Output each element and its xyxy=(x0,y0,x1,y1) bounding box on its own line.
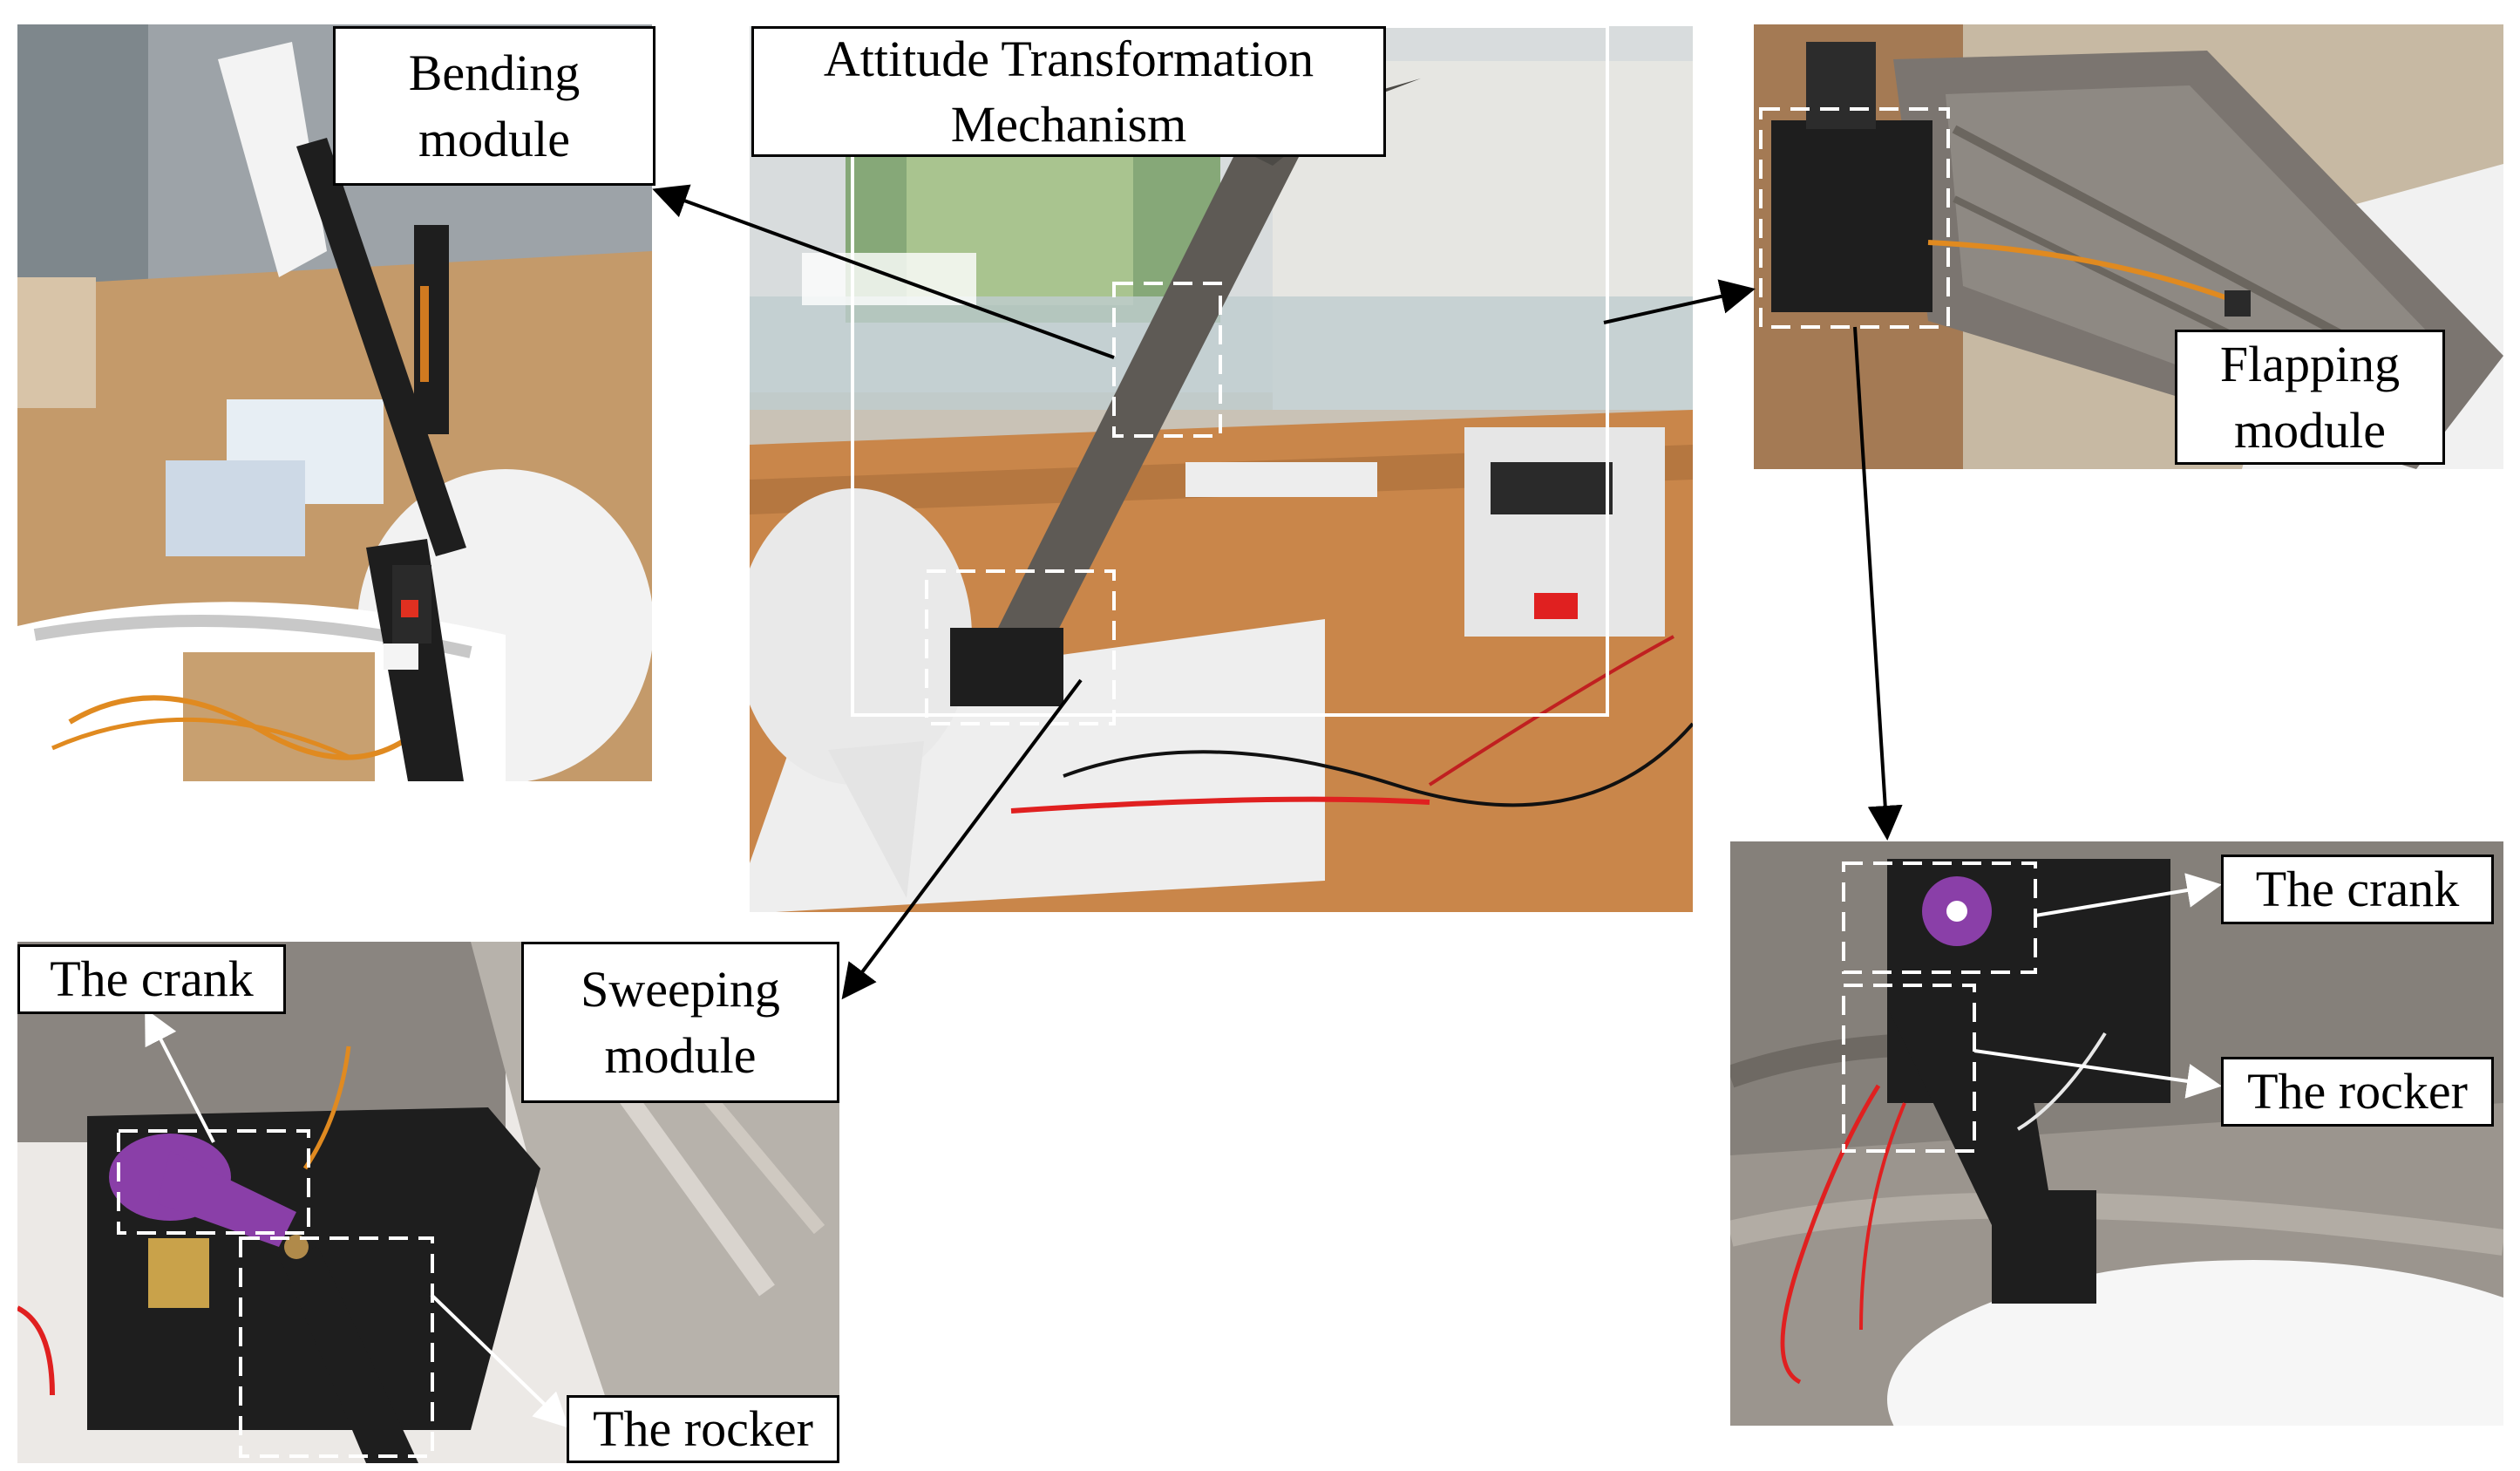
bending-module-label: Bending module xyxy=(333,26,655,186)
mechanism-overview-photo xyxy=(750,26,1693,912)
bending-label-line1: Bending xyxy=(408,44,581,102)
attitude-label-line1: Attitude Transformation xyxy=(823,30,1314,87)
crank-label-left: The crank xyxy=(17,944,286,1014)
crank-label-right: The crank xyxy=(2221,855,2494,924)
sweeping-label-line1: Sweeping xyxy=(581,961,780,1018)
attitude-label-line2: Mechanism xyxy=(950,96,1187,153)
flapping-label-line1: Flapping xyxy=(2219,336,2401,393)
rocker-label-right: The rocker xyxy=(2221,1057,2494,1127)
sweeping-module-label: Sweeping module xyxy=(521,942,839,1103)
rocker-label-left: The rocker xyxy=(567,1395,839,1463)
flapping-detail-photo xyxy=(1730,841,2503,1426)
flapping-module-label: Flapping module xyxy=(2175,330,2445,465)
bending-label-line2: module xyxy=(418,110,570,167)
flapping-label-line2: module xyxy=(2234,401,2386,459)
sweeping-label-line2: module xyxy=(604,1026,757,1084)
